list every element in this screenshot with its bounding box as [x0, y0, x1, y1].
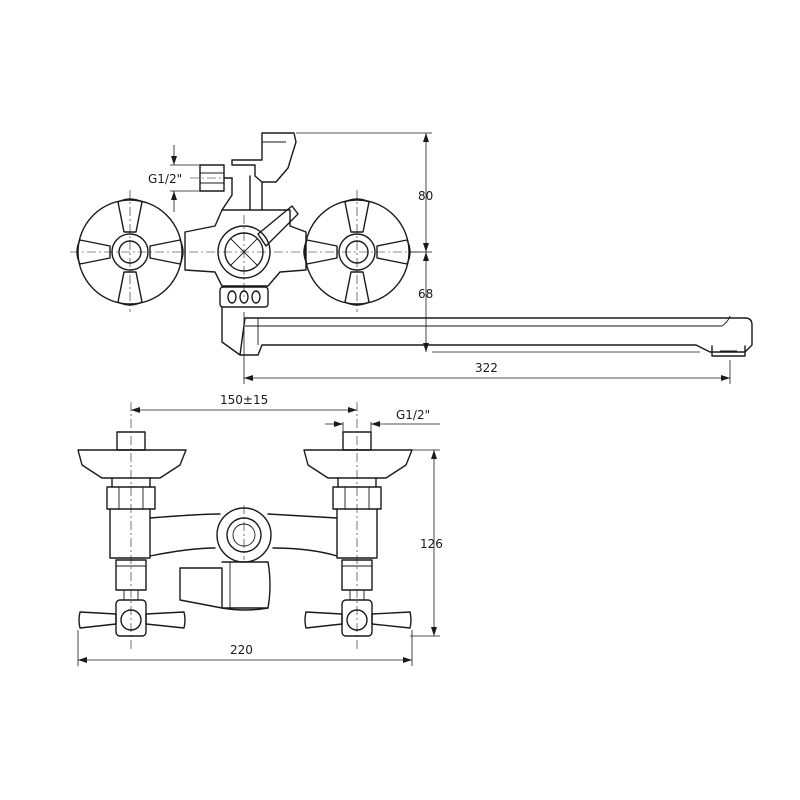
front-view: 150±15 G1/2" 126 220 — [77, 393, 443, 666]
left-handle-front — [78, 590, 186, 637]
width-dimension-front: 220 — [77, 630, 413, 666]
thread-fitting — [199, 164, 233, 211]
mixer-body-front — [149, 507, 338, 563]
spout-length-dimension: 322 — [243, 312, 731, 384]
dim-220-label: 220 — [230, 643, 253, 657]
centers-dimension: 150±15 — [131, 393, 357, 413]
height-dimension-front: 126 — [410, 449, 443, 637]
right-inlet-front — [303, 431, 413, 591]
thread-label-top: G1/2" — [148, 172, 182, 186]
center-lines-front — [130, 402, 358, 650]
top-view: G1/2" 80 68 322 — [70, 132, 753, 384]
dim-80-label: 80 — [418, 189, 433, 203]
dim-68-label: 68 — [418, 287, 433, 301]
dim-322-label: 322 — [475, 361, 498, 375]
thread-dimension-front: G1/2" — [325, 408, 440, 432]
spout-top — [221, 306, 753, 357]
height-dimensions-top: 80 68 — [296, 132, 700, 353]
thread-dimension-top: G1/2" — [148, 145, 200, 212]
left-inlet-front — [77, 431, 187, 591]
shower-outlet — [231, 132, 297, 211]
mixer-body-top — [184, 209, 307, 287]
diverter-lever — [257, 205, 299, 247]
center-lines-top — [70, 177, 420, 312]
thread-label-front: G1/2" — [396, 408, 430, 422]
dim-150-label: 150±15 — [220, 393, 268, 407]
dim-126-label: 126 — [420, 537, 443, 551]
spout-front — [179, 561, 271, 611]
right-handle-front — [304, 590, 412, 637]
